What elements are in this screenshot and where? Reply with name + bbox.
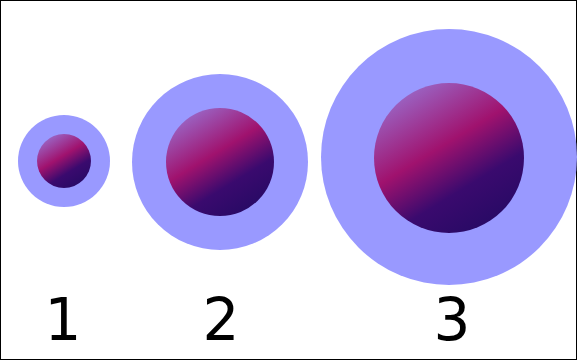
halo xyxy=(321,29,577,285)
callout-number: 2 xyxy=(203,291,240,349)
sphere xyxy=(374,83,524,233)
callout-number: 3 xyxy=(434,291,471,349)
halo xyxy=(132,74,308,250)
callout-number: 1 xyxy=(45,291,82,349)
halo xyxy=(18,115,110,207)
sphere xyxy=(37,134,91,188)
sphere xyxy=(166,108,274,216)
